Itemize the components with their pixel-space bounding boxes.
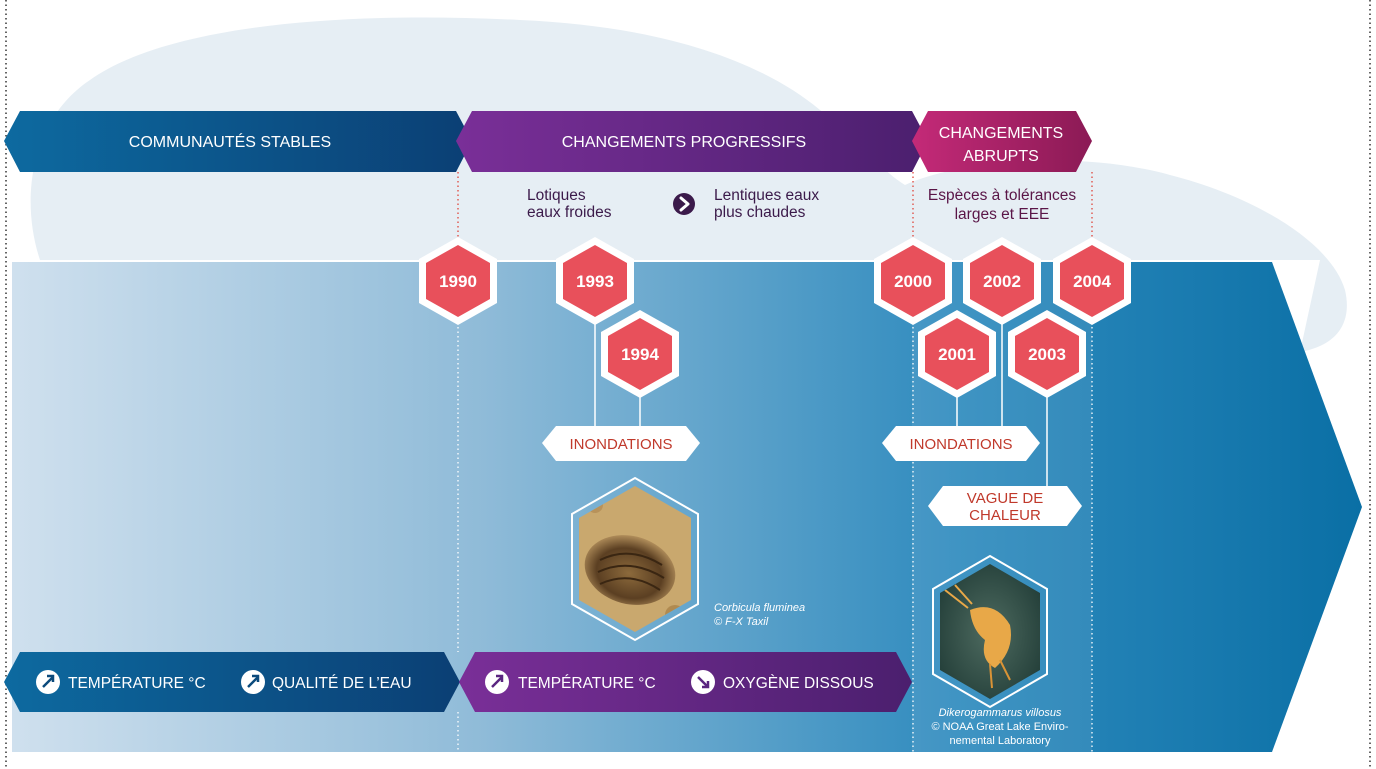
year-badge-1993: 1993	[556, 237, 634, 325]
event-connectors	[594, 318, 1048, 486]
event-flood-1-label: INONDATIONS	[569, 436, 672, 453]
phase-abrupt-label-1: CHANGEMENTS	[939, 125, 1063, 142]
event-flood-2-label: INONDATIONS	[909, 436, 1012, 453]
background-cloud	[30, 17, 1347, 352]
corbicula-name: Corbicula fluminea	[714, 602, 805, 614]
transition-to-line2: plus chaudes	[714, 204, 806, 221]
transition-from-line1: Lotiques	[527, 187, 586, 204]
phase-abrupt: CHANGEMENTS ABRUPTS	[912, 111, 1092, 172]
abrupt-note-line1: Espèces à tolérances	[928, 187, 1076, 204]
event-heatwave-label-1: VAGUE DE	[967, 490, 1043, 507]
corbicula-photo	[571, 476, 699, 642]
year-2000: 2000	[894, 272, 932, 291]
year-badge-2004: 2004	[1053, 237, 1131, 325]
year-1993: 1993	[576, 272, 614, 291]
chevron-right-icon	[673, 193, 695, 215]
stable-quality-label: QUALITÉ DE L’EAU	[272, 675, 412, 692]
year-badge-2003: 2003	[1008, 310, 1086, 398]
dikerogammarus-name: Dikerogammarus villosus	[939, 707, 1062, 719]
year-badge-1994: 1994	[601, 310, 679, 398]
corbicula-credit: © F-X Taxil	[714, 616, 769, 628]
arrow-up-right-icon	[241, 670, 265, 694]
dikerogammarus-credit-1: © NOAA Great Lake Enviro-	[931, 721, 1068, 733]
year-2003: 2003	[1028, 345, 1066, 364]
transition-from-line2: eaux froides	[527, 204, 612, 221]
indicators-stable: TEMPÉRATURE °C QUALITÉ DE L’EAU	[4, 652, 460, 712]
phase-stable-label: COMMUNAUTÉS STABLES	[129, 132, 331, 151]
phase-progressive: CHANGEMENTS PROGRESSIFS	[456, 111, 928, 172]
phase-abrupt-label-2: ABRUPTS	[963, 148, 1039, 165]
year-1994: 1994	[621, 345, 659, 364]
event-flood-1: INONDATIONS	[542, 426, 700, 461]
phase-guides-band	[457, 318, 1093, 752]
transition-to-line1: Lentiques eaux	[714, 187, 819, 204]
year-badge-1990: 1990	[419, 237, 497, 325]
dikerogammarus-credit-2: nemental Laboratory	[950, 735, 1051, 747]
progressive-oxygen-label: OXYGÈNE DISSOUS	[723, 675, 874, 692]
year-badge-2002: 2002	[963, 237, 1041, 325]
arrow-up-right-icon	[485, 670, 509, 694]
year-badge-2000: 2000	[874, 237, 952, 325]
dikerogammarus-photo	[932, 554, 1048, 709]
arrow-down-right-icon	[691, 670, 715, 694]
year-guides-top	[457, 172, 1093, 244]
year-badge-2001: 2001	[918, 310, 996, 398]
year-2004: 2004	[1073, 272, 1111, 291]
year-1990: 1990	[439, 272, 477, 291]
event-heatwave: VAGUE DE CHALEUR	[928, 486, 1082, 526]
arrow-up-right-icon	[36, 670, 60, 694]
year-2002: 2002	[983, 272, 1021, 291]
abrupt-note-line2: larges et EEE	[955, 206, 1050, 223]
phase-progressive-label: CHANGEMENTS PROGRESSIFS	[562, 134, 806, 151]
event-heatwave-label-2: CHALEUR	[969, 507, 1041, 524]
event-flood-2: INONDATIONS	[882, 426, 1040, 461]
stable-temperature-label: TEMPÉRATURE °C	[68, 675, 206, 692]
phase-stable: COMMUNAUTÉS STABLES	[4, 111, 472, 172]
indicators-progressive: TEMPÉRATURE °C OXYGÈNE DISSOUS	[459, 652, 912, 712]
year-2001: 2001	[938, 345, 976, 364]
progressive-temperature-label: TEMPÉRATURE °C	[518, 675, 656, 692]
